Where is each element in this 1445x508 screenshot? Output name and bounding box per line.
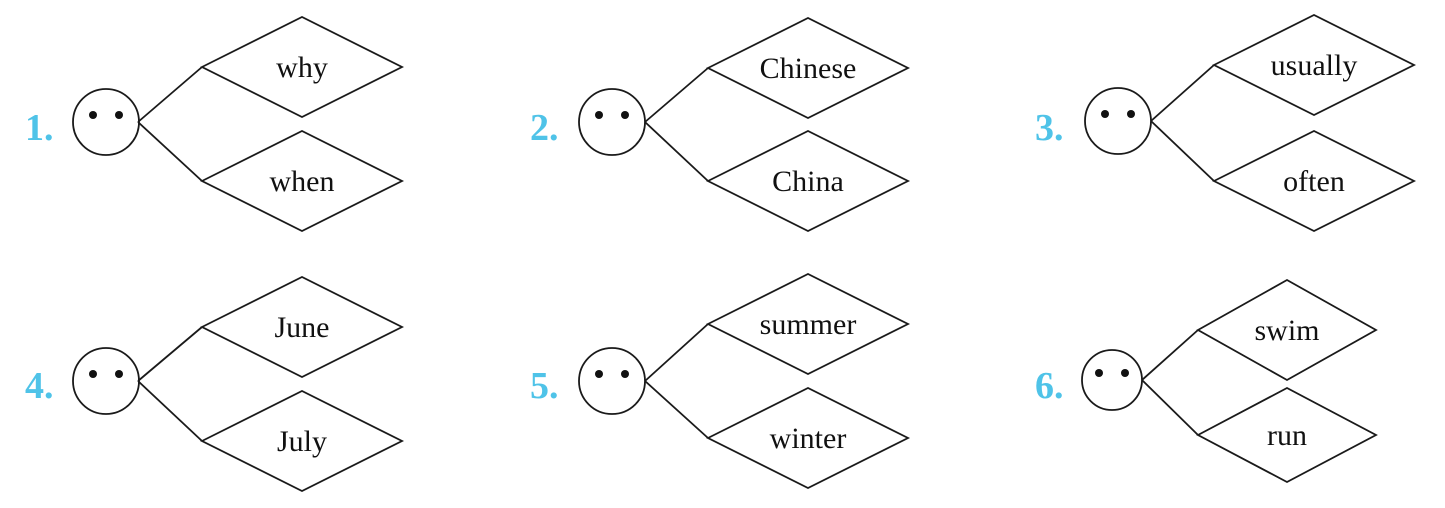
diamond-bottom bbox=[1211, 129, 1417, 233]
exercise-item-1: 1. why when bbox=[25, 15, 405, 233]
item-number: 1. bbox=[25, 107, 54, 149]
item-number: 3. bbox=[1035, 107, 1064, 149]
bottom-word: winter bbox=[770, 422, 847, 455]
top-word: Chinese bbox=[760, 52, 857, 85]
connector-bottom bbox=[1141, 379, 1199, 436]
diamond-top bbox=[1196, 278, 1378, 382]
item-number: 4. bbox=[25, 365, 54, 407]
diamond-top bbox=[705, 16, 911, 120]
diamond-bottom bbox=[705, 129, 911, 233]
connector-bottom bbox=[137, 380, 203, 442]
top-word: why bbox=[276, 51, 328, 84]
connector-bottom bbox=[644, 380, 709, 439]
exercise-item-5: 5. summer winter bbox=[530, 272, 911, 490]
top-word: summer bbox=[760, 308, 857, 341]
face-circle-icon bbox=[1084, 87, 1152, 155]
item-number: 6. bbox=[1035, 365, 1064, 407]
connector-top bbox=[137, 326, 203, 382]
connector-bottom bbox=[644, 121, 709, 182]
item-number: 5. bbox=[530, 365, 559, 407]
connector-top bbox=[137, 66, 203, 123]
bottom-word: when bbox=[270, 165, 335, 198]
diamond-bottom bbox=[1196, 386, 1378, 484]
face-circle-icon bbox=[1081, 349, 1143, 411]
exercise-item-6: 6. swim run bbox=[1035, 278, 1378, 484]
item-number: 2. bbox=[530, 107, 559, 149]
connector-top bbox=[644, 323, 709, 382]
bottom-word: July bbox=[277, 425, 327, 458]
connector-top bbox=[1150, 64, 1215, 122]
top-word: swim bbox=[1254, 314, 1319, 347]
bottom-word: China bbox=[772, 165, 844, 198]
diamond-bottom bbox=[199, 389, 405, 493]
top-word: usually bbox=[1271, 49, 1358, 82]
connector-bottom bbox=[137, 121, 203, 182]
connector-top bbox=[1141, 329, 1199, 381]
diamond-top bbox=[705, 272, 911, 376]
face-circle-icon bbox=[578, 88, 646, 156]
diamond-top bbox=[199, 15, 405, 119]
diamond-top bbox=[199, 275, 405, 379]
diamond-bottom bbox=[705, 386, 911, 490]
top-word: June bbox=[275, 311, 330, 344]
face-circle-icon bbox=[72, 347, 140, 415]
connector-top bbox=[644, 67, 709, 123]
face-circle-icon bbox=[578, 347, 646, 415]
bottom-word: often bbox=[1283, 165, 1345, 198]
exercise-item-3: 3. usually often bbox=[1035, 13, 1417, 233]
bottom-word: run bbox=[1267, 419, 1307, 452]
diamond-bottom bbox=[199, 129, 405, 233]
connector-bottom bbox=[1150, 120, 1215, 182]
face-circle-icon bbox=[72, 88, 140, 156]
diamond-top bbox=[1211, 13, 1417, 117]
